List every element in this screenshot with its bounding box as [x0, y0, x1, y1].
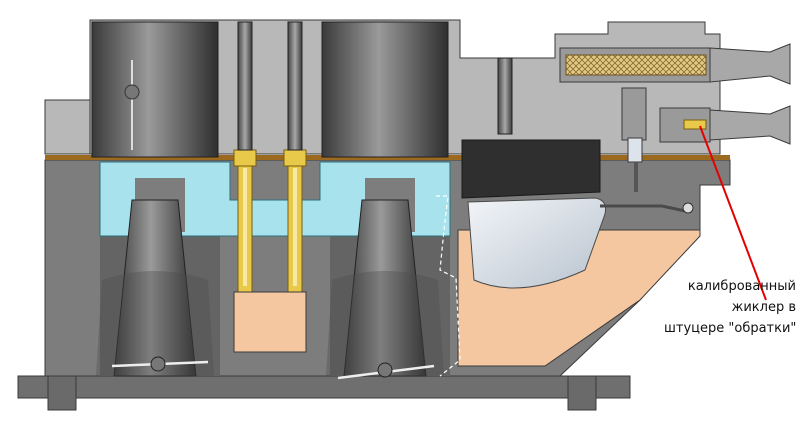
return-fitting	[659, 105, 791, 145]
callout-label: калиброванный жиклер в штуцере "обратки"	[664, 276, 796, 339]
callout-line-3: штуцере "обратки"	[664, 321, 797, 336]
callout-line-1: калиброванный	[687, 279, 796, 294]
fuel-inlet-fitting	[559, 43, 791, 85]
fuel-path-dashed	[436, 195, 461, 377]
air-horn-left	[91, 21, 219, 158]
air-horn-right	[321, 21, 449, 158]
float-lever	[600, 204, 691, 214]
float-pivot	[682, 202, 694, 214]
callout-pointer	[699, 125, 767, 301]
float-chamber-cap	[461, 139, 601, 199]
idle-rod-left	[237, 21, 253, 151]
float	[467, 197, 606, 289]
base-flange	[17, 375, 631, 411]
callout-line-2: жиклер в	[731, 300, 796, 315]
accelerator-rod	[497, 57, 513, 135]
venturi-left	[96, 199, 214, 377]
venturi-right	[326, 199, 444, 380]
idle-rod-right	[287, 21, 303, 151]
fuel-wells	[233, 291, 307, 353]
needle-valve	[621, 87, 647, 192]
